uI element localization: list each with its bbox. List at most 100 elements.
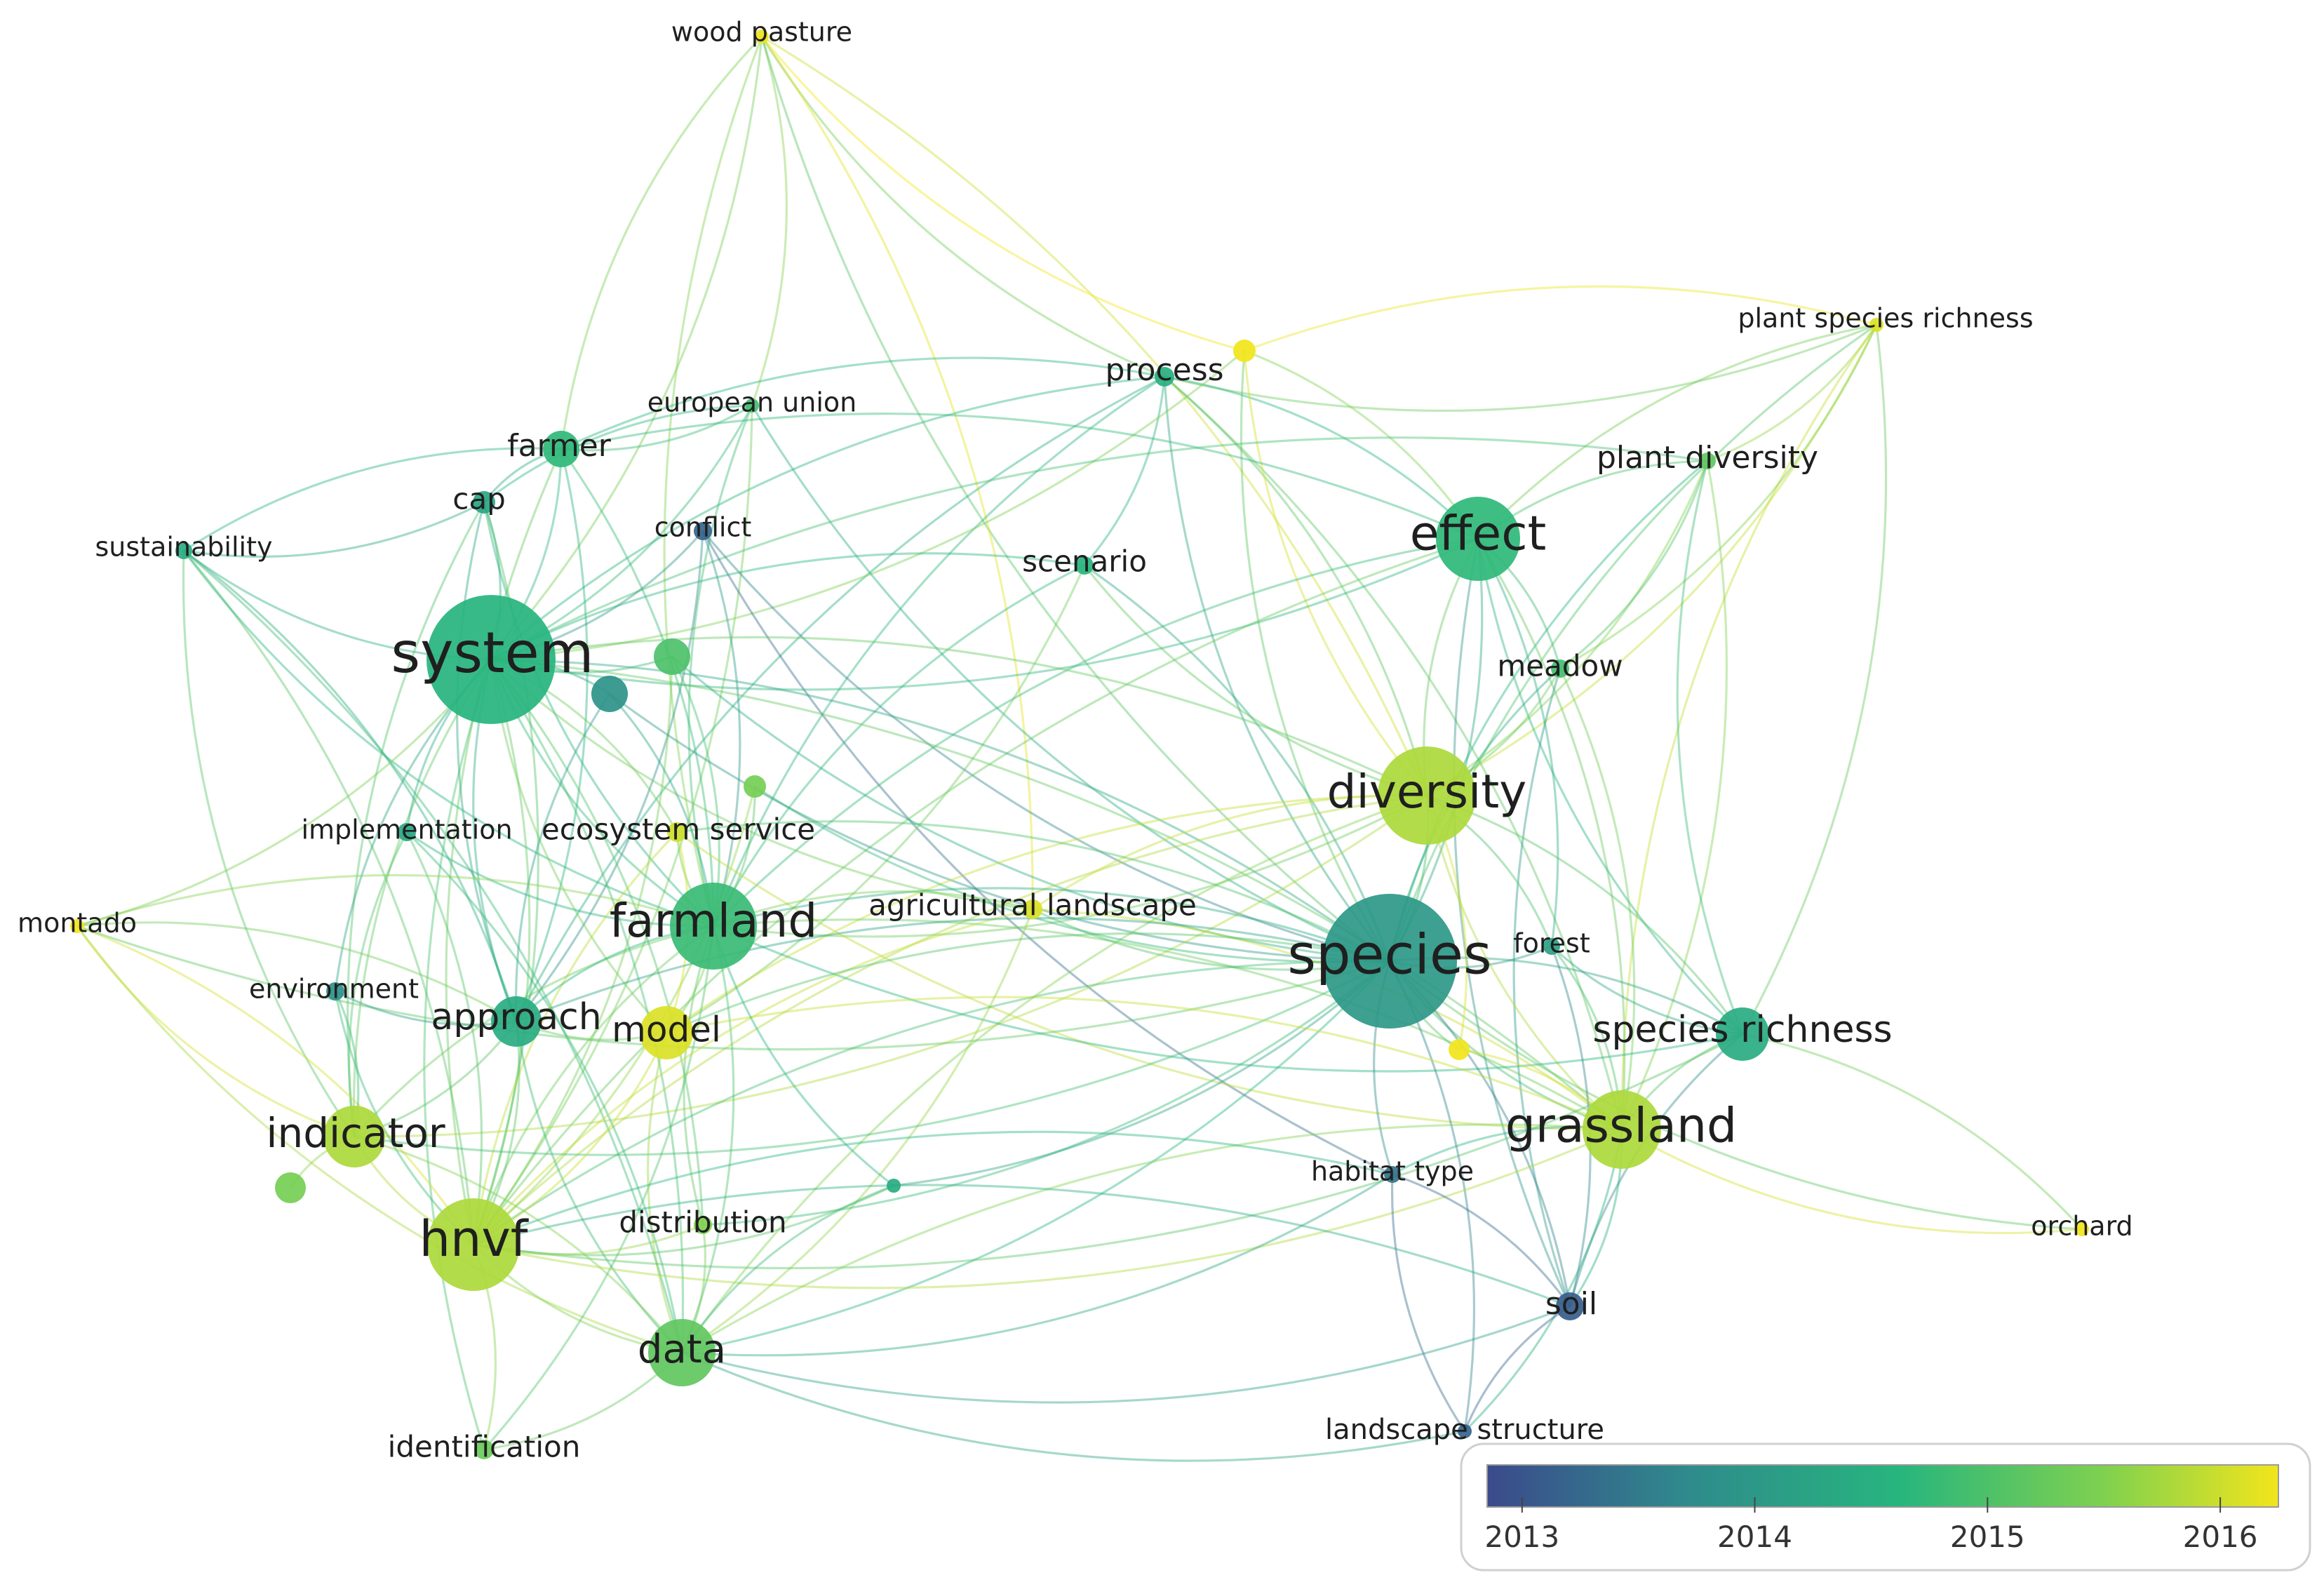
node-label-orchard[interactable]: orchard bbox=[2031, 1211, 2132, 1242]
node-label-diversity[interactable]: diversity bbox=[1327, 765, 1527, 819]
node-label-landscape-structure[interactable]: landscape structure bbox=[1325, 1414, 1604, 1446]
node-model[interactable] bbox=[640, 1006, 693, 1059]
node-label-effect[interactable]: effect bbox=[1410, 507, 1547, 562]
link-sustainability-hnvf bbox=[182, 549, 475, 1245]
node-label-ecosystem-service[interactable]: ecosystem service bbox=[542, 812, 815, 847]
node-label-farmer[interactable]: farmer bbox=[507, 428, 612, 464]
node-implementation[interactable] bbox=[398, 823, 416, 841]
node-label-agricultural-landscape[interactable]: agricultural landscape bbox=[868, 888, 1197, 923]
link-diversity-agricultural-landscape bbox=[1032, 793, 1428, 911]
node-unlabeled-yellow-top[interactable] bbox=[1233, 340, 1256, 362]
link-grassland-data bbox=[681, 1123, 1623, 1354]
node-label-european-union[interactable]: european union bbox=[647, 387, 857, 418]
node-habitat-type[interactable] bbox=[1384, 1166, 1401, 1183]
node-label-farmland[interactable]: farmland bbox=[610, 894, 817, 948]
link-unlabeled-green-a-hnvf bbox=[472, 656, 673, 1245]
node-identification[interactable] bbox=[474, 1440, 494, 1459]
node-label-approach[interactable]: approach bbox=[431, 996, 601, 1038]
link-farmland-species bbox=[713, 887, 1390, 963]
node-agricultural-landscape[interactable] bbox=[1023, 899, 1042, 919]
node-label-cap[interactable]: cap bbox=[452, 482, 506, 516]
node-label-plant-diversity[interactable]: plant diversity bbox=[1597, 440, 1818, 476]
node-unlabeled-green-a[interactable] bbox=[654, 638, 690, 675]
link-wood-pasture-diversity bbox=[761, 35, 1428, 796]
node-distribution[interactable] bbox=[694, 1216, 712, 1234]
node-soil[interactable] bbox=[1556, 1292, 1584, 1320]
node-ecosystem-service[interactable] bbox=[667, 822, 687, 842]
node-label-implementation[interactable]: implementation bbox=[301, 815, 512, 845]
node-indicator[interactable] bbox=[323, 1106, 385, 1167]
node-effect[interactable] bbox=[1436, 497, 1520, 581]
node-layer bbox=[70, 29, 2089, 1459]
node-environment[interactable] bbox=[326, 982, 344, 1000]
node-label-system[interactable]: system bbox=[391, 620, 593, 685]
node-label-soil[interactable]: soil bbox=[1545, 1286, 1597, 1322]
link-conflict-habitat-type bbox=[701, 530, 1393, 1176]
node-label-species-richness[interactable]: species richness bbox=[1592, 1009, 1892, 1051]
node-data[interactable] bbox=[648, 1319, 716, 1386]
node-meadow[interactable] bbox=[1551, 659, 1569, 678]
node-orchard[interactable] bbox=[2075, 1222, 2089, 1236]
node-label-meadow[interactable]: meadow bbox=[1497, 649, 1623, 683]
node-wood-pasture[interactable] bbox=[755, 29, 769, 43]
node-label-environment[interactable]: environment bbox=[249, 974, 419, 1005]
node-conflict[interactable] bbox=[694, 522, 712, 540]
node-label-montado[interactable]: montado bbox=[18, 908, 137, 939]
node-diversity[interactable] bbox=[1378, 746, 1476, 845]
node-process[interactable] bbox=[1155, 367, 1174, 387]
node-label-indicator[interactable]: indicator bbox=[266, 1109, 445, 1157]
link-system-distribution bbox=[490, 659, 704, 1226]
link-process-grassland bbox=[1163, 375, 1623, 1130]
node-species[interactable] bbox=[1322, 894, 1457, 1029]
node-hnvf[interactable] bbox=[427, 1198, 520, 1291]
link-plant-diversity-meadow bbox=[1559, 460, 1709, 670]
node-label-model[interactable]: model bbox=[612, 1010, 721, 1050]
node-label-wood-pasture[interactable]: wood pasture bbox=[671, 17, 852, 48]
node-forest[interactable] bbox=[1543, 938, 1560, 955]
node-label-process[interactable]: process bbox=[1105, 352, 1223, 388]
node-unlabeled-blue-a[interactable] bbox=[591, 676, 628, 712]
link-wood-pasture-system bbox=[490, 36, 763, 661]
node-label-data[interactable]: data bbox=[638, 1327, 726, 1372]
node-european-union[interactable] bbox=[745, 398, 759, 413]
link-diversity-grassland bbox=[1425, 795, 1623, 1131]
link-montado-farmland bbox=[76, 873, 714, 927]
node-cap[interactable] bbox=[473, 491, 495, 514]
node-label-sustainability[interactable]: sustainability bbox=[95, 532, 273, 563]
link-plant-species-richness-effect bbox=[1477, 323, 1877, 540]
link-unlabeled-blue-a-species bbox=[609, 692, 1390, 963]
node-label-forest[interactable]: forest bbox=[1513, 928, 1590, 959]
node-unlabeled-teal[interactable] bbox=[887, 1179, 901, 1193]
node-farmland[interactable] bbox=[670, 883, 757, 970]
node-label-conflict[interactable]: conflict bbox=[654, 512, 752, 543]
node-unlabeled-green-b[interactable] bbox=[744, 775, 766, 798]
node-label-hnvf[interactable]: hnvf bbox=[419, 1210, 529, 1268]
node-grassland[interactable] bbox=[1583, 1090, 1661, 1169]
node-label-identification[interactable]: identification bbox=[388, 1430, 581, 1464]
link-diversity-hnvf bbox=[472, 794, 1428, 1246]
node-approach[interactable] bbox=[491, 996, 542, 1047]
link-agricultural-landscape-data bbox=[681, 909, 1034, 1354]
node-label-distribution[interactable]: distribution bbox=[619, 1205, 786, 1240]
node-label-plant-species-richness[interactable]: plant species richness bbox=[1738, 303, 2033, 334]
link-unlabeled-yellow-top-system bbox=[490, 349, 1246, 661]
node-montado[interactable] bbox=[70, 919, 84, 933]
link-system-agricultural-landscape bbox=[490, 658, 1033, 911]
node-label-grassland[interactable]: grassland bbox=[1505, 1099, 1737, 1154]
node-system[interactable] bbox=[426, 595, 556, 724]
node-plant-species-richness[interactable] bbox=[1869, 318, 1883, 332]
node-farmer[interactable] bbox=[543, 431, 579, 467]
node-label-habitat-type[interactable]: habitat type bbox=[1311, 1156, 1474, 1187]
node-species-richness[interactable] bbox=[1716, 1007, 1769, 1061]
node-landscape-structure[interactable] bbox=[1458, 1424, 1472, 1438]
node-scenario[interactable] bbox=[1075, 556, 1094, 575]
node-unlabeled-yellow-b[interactable] bbox=[1449, 1039, 1470, 1060]
link-agricultural-landscape-hnvf bbox=[472, 908, 1033, 1246]
node-sustainability[interactable] bbox=[175, 542, 192, 559]
link-diversity-data bbox=[680, 794, 1428, 1353]
node-label-species[interactable]: species bbox=[1287, 923, 1491, 986]
node-plant-diversity[interactable] bbox=[1699, 453, 1716, 469]
node-label-scenario[interactable]: scenario bbox=[1022, 544, 1147, 579]
link-cap-approach bbox=[455, 502, 518, 1022]
node-unlabeled-green-c[interactable] bbox=[275, 1172, 306, 1203]
